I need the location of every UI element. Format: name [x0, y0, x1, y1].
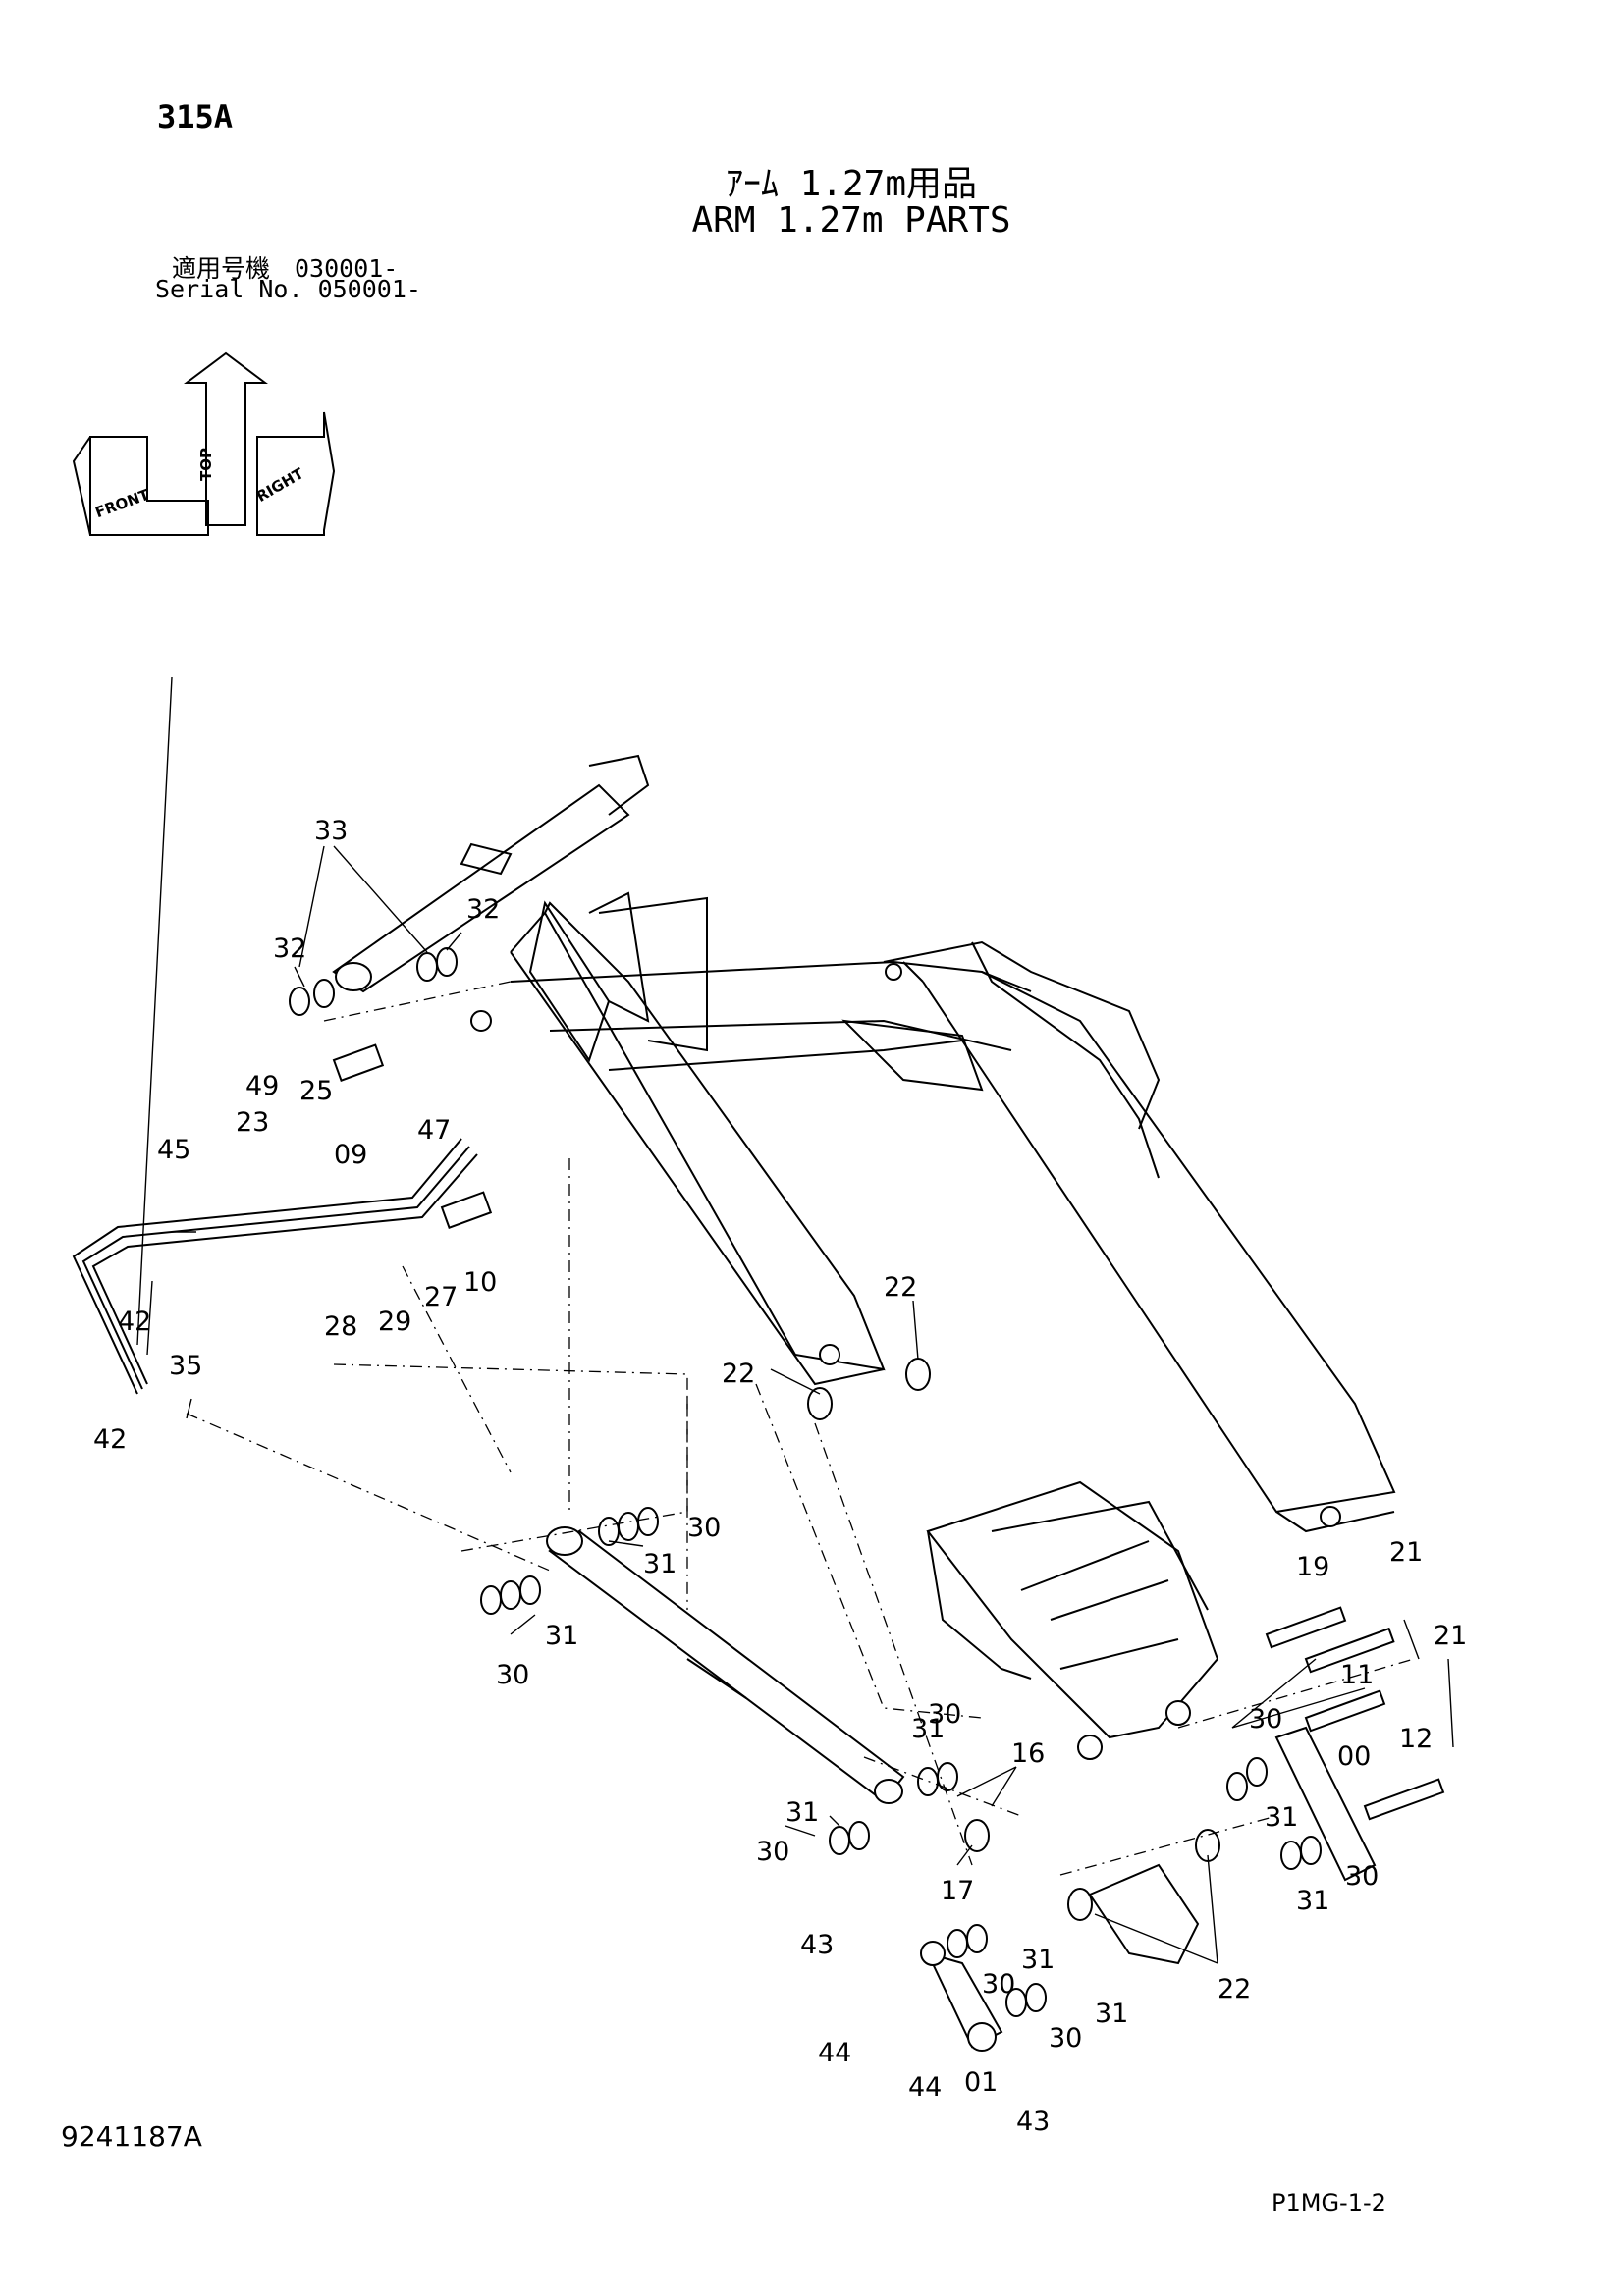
- orientation-indicator: TOP FRONT RIGHT: [72, 351, 336, 536]
- callout-45: 45: [157, 1135, 190, 1165]
- hydraulic-hose-45: [72, 1138, 478, 1395]
- callout-30-right: 30: [1249, 1704, 1282, 1735]
- right-label: RIGHT: [253, 464, 307, 506]
- callout-31-bucket: 31: [911, 1714, 945, 1744]
- callout-43-upper: 43: [800, 1930, 834, 1960]
- callout-30-bucket: 30: [928, 1699, 961, 1730]
- sheet-code: 315A: [157, 98, 234, 135]
- front-arrow: [89, 436, 209, 536]
- pins: [332, 1043, 1445, 1821]
- callout-30-right-lower: 30: [1345, 1861, 1379, 1892]
- callout-28: 28: [324, 1311, 357, 1342]
- title-japanese: ｱｰﾑ 1.27m用品: [725, 164, 978, 204]
- callout-30-lower: 30: [756, 1837, 789, 1867]
- lower-cylinder: [546, 1526, 905, 1804]
- callout-29: 29: [378, 1307, 411, 1337]
- callout-21-upper: 21: [1389, 1537, 1423, 1568]
- callout-33: 33: [314, 816, 348, 846]
- callout-17: 17: [941, 1876, 974, 1906]
- callouts: 33 32 32 49 25 23 09 47 45 28 29 27 10 4…: [93, 816, 1467, 2137]
- callout-42-top: 42: [118, 1307, 151, 1337]
- leader-lines: [136, 676, 1454, 1964]
- callout-27: 27: [424, 1282, 458, 1312]
- callout-22-left: 22: [722, 1359, 755, 1389]
- page-reference: P1MG-1-2: [1272, 2189, 1386, 2216]
- callout-12: 12: [1399, 1724, 1433, 1754]
- callout-49: 49: [245, 1071, 279, 1101]
- top-label: TOP: [197, 448, 215, 481]
- callout-31-right-lower: 31: [1296, 1886, 1329, 1916]
- callout-43-lower: 43: [1016, 2107, 1050, 2137]
- bucket: [926, 1480, 1219, 1760]
- assembly-centerlines: [186, 981, 1415, 1876]
- callout-32-right: 32: [466, 894, 500, 925]
- callout-19: 19: [1296, 1552, 1329, 1582]
- document-number: 9241187A: [61, 2120, 202, 2153]
- callout-09: 09: [334, 1140, 367, 1170]
- right-arrow: [256, 411, 336, 536]
- front-label: FRONT: [93, 485, 153, 521]
- callout-44-left: 44: [818, 2038, 851, 2068]
- callout-25: 25: [299, 1076, 333, 1106]
- boom-assembly: [470, 891, 1396, 1533]
- callout-31-link: 31: [1021, 1945, 1055, 1975]
- callout-42-bottom: 42: [93, 1424, 127, 1455]
- serial-range-japanese: 適用号機 030001-: [172, 254, 399, 283]
- top-arrow: [184, 351, 268, 526]
- callout-23: 23: [236, 1107, 269, 1138]
- callout-30-mid: 30: [496, 1660, 529, 1690]
- callout-21-lower: 21: [1434, 1621, 1467, 1651]
- callout-47: 47: [417, 1115, 451, 1146]
- title-english: ARM 1.27m PARTS: [691, 200, 1011, 240]
- callout-01: 01: [964, 2067, 998, 2098]
- callout-31-right-upper: 31: [1265, 1802, 1298, 1833]
- callout-11: 11: [1340, 1660, 1374, 1690]
- callout-30-link: 30: [982, 1969, 1015, 2000]
- callout-32-left: 32: [273, 934, 306, 964]
- shims-rings: [289, 947, 1322, 2017]
- callout-30-upper: 30: [687, 1513, 721, 1543]
- upper-cylinder: [332, 754, 650, 993]
- callout-31-link-lower: 31: [1095, 1999, 1128, 2029]
- serial-range-english: Serial No. 050001-: [155, 275, 421, 303]
- callout-22-top: 22: [884, 1272, 917, 1303]
- callout-10: 10: [463, 1267, 497, 1298]
- callout-00: 00: [1337, 1741, 1371, 1772]
- callout-30-link-lower: 30: [1049, 2023, 1082, 2054]
- callout-31-upper: 31: [643, 1549, 677, 1579]
- callout-31-lower: 31: [785, 1797, 819, 1828]
- links: [920, 1726, 1377, 2052]
- callout-44-right: 44: [908, 2072, 942, 2103]
- callout-22-bottom: 22: [1218, 1974, 1251, 2004]
- callout-35: 35: [169, 1351, 202, 1381]
- callout-31-mid: 31: [545, 1621, 578, 1651]
- callout-16: 16: [1011, 1738, 1045, 1769]
